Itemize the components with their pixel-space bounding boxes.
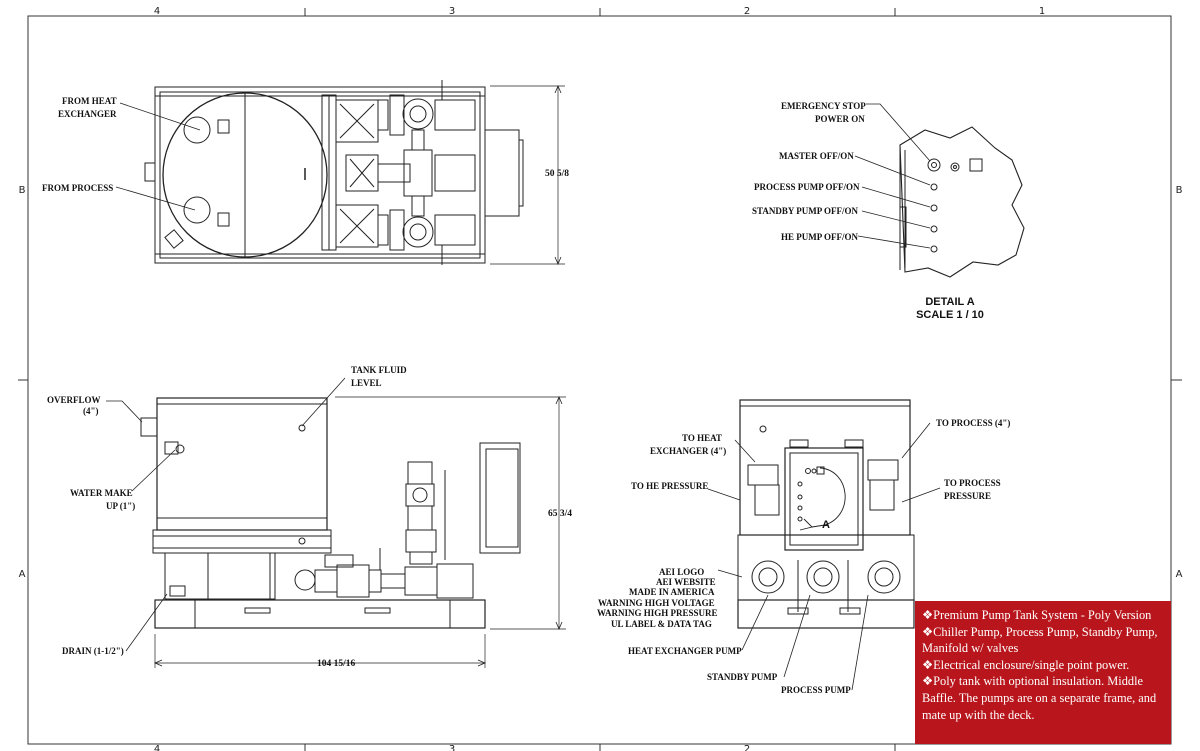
- notes-box: ❖Premium Pump Tank System - Poly Version…: [915, 601, 1171, 744]
- label-tank-fluid-level: LEVEL: [351, 378, 382, 388]
- drawing-border: [18, 8, 1182, 751]
- panel-detail-marker: A: [822, 519, 830, 531]
- zone-bottom-3: 3: [449, 744, 455, 751]
- label-water-make: WATER MAKE: [70, 488, 133, 498]
- label-to-heat: TO HEAT: [682, 433, 722, 443]
- label-he-pump-off-on: HE PUMP OFF/ON: [781, 232, 858, 242]
- zone-right-a: A: [1176, 569, 1183, 580]
- label-standby-pump: STANDBY PUMP: [707, 672, 778, 682]
- zone-left-b: B: [19, 185, 26, 196]
- dim-top-height: 50 5/8: [545, 169, 569, 179]
- zone-top-1: 1: [1039, 6, 1045, 17]
- label-process-pump-off-on: PROCESS PUMP OFF/ON: [754, 182, 860, 192]
- detail-a: [854, 103, 1025, 278]
- label-process-pump: PROCESS PUMP: [781, 685, 851, 695]
- zone-top-2: 2: [744, 6, 750, 17]
- side-view: [106, 377, 566, 668]
- note-item: ❖Electrical enclosure/single point power…: [922, 657, 1130, 672]
- label-to-he-pressure: TO HE PRESSURE: [631, 481, 708, 491]
- zone-top-3: 3: [449, 6, 455, 17]
- note-item: ❖Chiller Pump, Process Pump, Standby Pum…: [922, 624, 1158, 656]
- label-ul-label: UL LABEL & DATA TAG: [611, 619, 712, 629]
- label-heat-exchanger-pump: HEAT EXCHANGER PUMP: [628, 646, 742, 656]
- detail-a-title: DETAIL A: [925, 296, 974, 308]
- dim-side-width: 104 15/16: [317, 659, 356, 669]
- zone-left-a: A: [19, 569, 26, 580]
- zone-top-4: 4: [154, 6, 160, 17]
- label-master-off-on: MASTER OFF/ON: [779, 151, 854, 161]
- label-overflow: OVERFLOW: [47, 395, 101, 405]
- label-to-process-pressure: TO PROCESS: [944, 478, 1001, 488]
- label-from-heat-exchanger-2: EXCHANGER: [58, 109, 117, 119]
- label-to-heat-exchanger: EXCHANGER (4"): [650, 446, 726, 456]
- label-made-in-america: MADE IN AMERICA: [629, 587, 715, 597]
- note-item: ❖Poly tank with optional insulation. Mid…: [922, 674, 1157, 722]
- front-view: [707, 399, 941, 691]
- zone-bottom-2: 2: [744, 744, 750, 751]
- label-drain: DRAIN (1-1/2"): [62, 646, 124, 656]
- top-view: [115, 80, 565, 266]
- label-tank-fluid: TANK FLUID: [351, 365, 407, 375]
- label-from-heat-exchanger: FROM HEAT: [62, 96, 117, 106]
- zone-right-b: B: [1176, 185, 1183, 196]
- label-to-process-pressure-2: PRESSURE: [944, 491, 991, 501]
- label-emergency-stop: EMERGENCY STOP: [781, 101, 866, 111]
- label-to-process: TO PROCESS (4"): [936, 418, 1010, 428]
- label-standby-pump-off-on: STANDBY PUMP OFF/ON: [752, 206, 858, 216]
- label-aei-logo: AEI LOGO: [659, 567, 704, 577]
- zone-bottom-4: 4: [154, 744, 160, 751]
- label-aei-website: AEI WEBSITE: [656, 577, 716, 587]
- dim-side-height: 65 3/4: [548, 509, 572, 519]
- label-power-on: POWER ON: [815, 114, 865, 124]
- label-overflow-size: (4"): [83, 406, 99, 416]
- note-item: ❖Premium Pump Tank System - Poly Version: [922, 608, 1152, 622]
- label-warning-high-voltage: WARNING HIGH VOLTAGE: [598, 598, 715, 608]
- label-water-make-up: UP (1"): [106, 501, 135, 511]
- label-warning-high-pressure: WARNING HIGH PRESSURE: [597, 608, 718, 618]
- detail-a-scale: SCALE 1 / 10: [916, 309, 984, 321]
- label-from-process: FROM PROCESS: [42, 183, 113, 193]
